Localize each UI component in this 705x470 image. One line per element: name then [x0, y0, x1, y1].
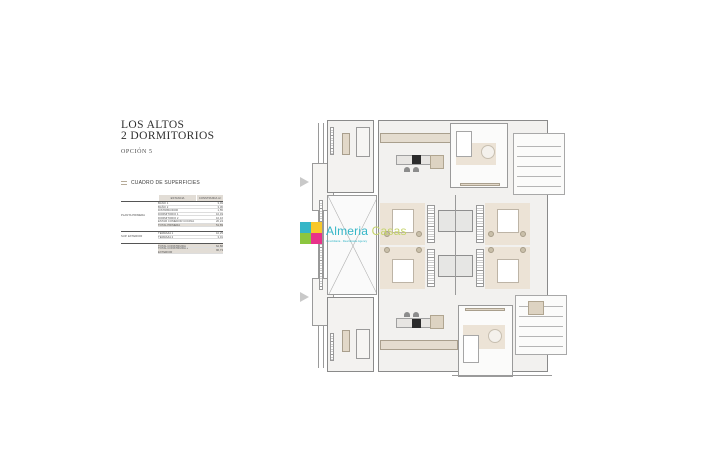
tv-unit — [465, 308, 505, 311]
wardrobe — [356, 329, 370, 359]
entry-arrow-icon — [300, 177, 309, 187]
sofa — [456, 131, 472, 157]
tv-unit — [460, 183, 500, 186]
dining-table-bottom — [430, 315, 444, 329]
wall — [455, 195, 456, 295]
surfaces-table: ESTANCIA CONSTRUIDA m² PLANTA PRIMERA BA… — [121, 195, 223, 254]
wardrobe — [356, 127, 370, 157]
nightstand — [384, 231, 390, 237]
dining-table-top — [430, 155, 444, 169]
wardrobe-4 — [476, 249, 484, 287]
terrace-bottom — [515, 295, 567, 355]
coffee-table — [488, 329, 502, 343]
watermark-brand: Almeria Casas — [326, 223, 407, 238]
wall — [323, 123, 324, 368]
surfaces-heading-text: CUADRO DE SUPERFICIES — [131, 180, 200, 186]
wardrobe-2 — [427, 249, 435, 287]
wardrobe-1 — [427, 205, 435, 243]
entry-arrow-icon — [300, 292, 309, 302]
title-block: LOS ALTOS 2 DORMITORIOS OPCIÓN 5 — [121, 119, 215, 155]
kitchen-counter-bottom — [380, 340, 458, 350]
hob — [412, 155, 421, 164]
sofa — [463, 335, 479, 363]
wall — [318, 123, 319, 368]
nightstand — [488, 231, 494, 237]
group-label: PLANTA PRIMERA — [121, 212, 146, 217]
watermark-tagline: Inmobiliaria · Real Estate Agency — [326, 238, 368, 243]
stool — [413, 167, 419, 172]
bed-4 — [497, 259, 519, 283]
title-line-1: LOS ALTOS — [121, 119, 185, 131]
terrace-top — [513, 133, 565, 195]
nightstand — [520, 247, 526, 253]
almeria-casas-logo-icon — [300, 222, 322, 244]
bed-3 — [497, 209, 519, 233]
terrace-table — [528, 301, 544, 315]
nightstand — [416, 247, 422, 253]
nightstand — [384, 247, 390, 253]
shelves — [330, 127, 334, 155]
watermark: Almeria Casas Inmobiliaria · Real Estate… — [300, 222, 407, 244]
floor-plan — [300, 115, 585, 380]
section-marker-icon — [121, 181, 127, 185]
column-room: ESTANCIA — [158, 195, 196, 201]
option-label: OPCIÓN 5 — [121, 149, 153, 155]
bench — [342, 133, 350, 155]
column-built: CONSTRUIDA m² — [196, 195, 223, 201]
stair-rail — [319, 200, 323, 290]
bed-1 — [392, 209, 414, 233]
nightstand — [488, 247, 494, 253]
bed-2 — [392, 259, 414, 283]
wall — [452, 375, 552, 376]
group-label: SUP. EXTERIOR — [121, 233, 143, 238]
shelves — [330, 333, 334, 361]
nightstand — [520, 231, 526, 237]
coffee-table — [481, 145, 495, 159]
kitchen-counter-top — [380, 133, 458, 143]
table-header: ESTANCIA CONSTRUIDA m² — [121, 195, 223, 201]
stool — [404, 312, 410, 317]
bench — [342, 330, 350, 352]
hob — [412, 319, 421, 328]
nightstand — [416, 231, 422, 237]
wardrobe-3 — [476, 205, 484, 243]
stool — [404, 167, 410, 172]
surfaces-heading: CUADRO DE SUPERFICIES — [121, 180, 200, 186]
stool — [413, 312, 419, 317]
stairwell-void — [327, 195, 377, 295]
title-line-2: 2 DORMITORIOS — [121, 130, 215, 142]
